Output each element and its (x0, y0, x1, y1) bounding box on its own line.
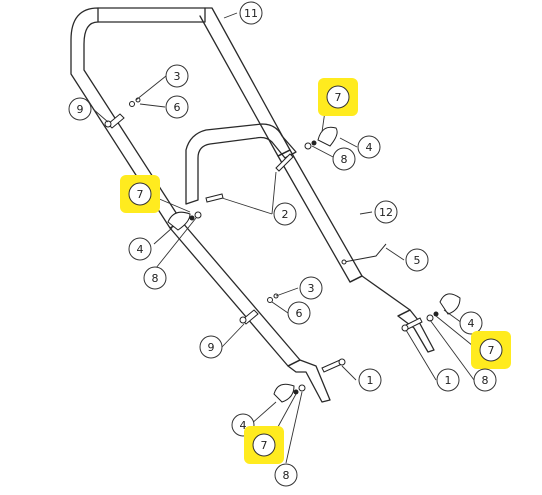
callout-circle (332, 147, 356, 171)
callout-label: 7 (261, 439, 268, 452)
callout-label: 4 (468, 317, 475, 330)
callout-1: 1 (436, 368, 460, 392)
lower-right-tube (397, 309, 435, 353)
callout-circle (459, 311, 483, 335)
callout-6: 6 (165, 95, 189, 119)
callout-label: 8 (482, 374, 489, 387)
callout-circle (436, 368, 460, 392)
callout-circle (374, 200, 398, 224)
callout-circle (143, 266, 167, 290)
callout-label: 5 (414, 254, 421, 267)
callout-label: 8 (341, 153, 348, 166)
callout-7: 7 (318, 78, 358, 116)
callout-circle (165, 95, 189, 119)
callout-circle (165, 64, 189, 88)
callout-circle (199, 335, 223, 359)
callout-circle (479, 338, 503, 362)
callout-label: 9 (208, 341, 215, 354)
callout-circle (287, 301, 311, 325)
callout-9: 9 (199, 335, 223, 359)
leader-lines (92, 12, 479, 464)
callout-7: 7 (471, 331, 511, 369)
middle-crossbar (185, 123, 297, 205)
callout-11: 11 (239, 1, 263, 25)
hardware-parts (104, 97, 461, 403)
callout-label: 3 (308, 282, 315, 295)
callout-label: 6 (296, 307, 303, 320)
callout-label: 4 (240, 419, 247, 432)
callout-label: 7 (488, 344, 495, 357)
callout-label: 1 (445, 374, 452, 387)
callout-8: 8 (274, 463, 298, 487)
callout-1: 1 (358, 368, 382, 392)
callout-circle (273, 202, 297, 226)
callout-circle (128, 237, 152, 261)
callout-circle (358, 368, 382, 392)
callout-4: 4 (357, 135, 381, 159)
callout-label: 7 (137, 188, 144, 201)
callout-label: 3 (174, 70, 181, 83)
callout-2: 2 (273, 202, 297, 226)
callout-6: 6 (287, 301, 311, 325)
callout-8: 8 (332, 147, 356, 171)
callout-4: 4 (459, 311, 483, 335)
callout-label: 8 (152, 272, 159, 285)
callout-7: 7 (120, 175, 160, 213)
callout-label: 9 (77, 103, 84, 116)
callout-circle (405, 248, 429, 272)
callout-circle (326, 85, 350, 109)
callout-label: 1 (367, 374, 374, 387)
callout-12: 12 (374, 200, 398, 224)
callout-circle (473, 368, 497, 392)
callout-4: 4 (128, 237, 152, 261)
callout-8: 8 (473, 368, 497, 392)
upper-right-tube (277, 149, 411, 317)
callout-7: 7 (244, 426, 284, 464)
callout-5: 5 (405, 248, 429, 272)
callout-label: 4 (137, 243, 144, 256)
callout-circle (252, 433, 276, 457)
callout-3: 3 (165, 64, 189, 88)
callout-label: 12 (379, 206, 393, 219)
callout-label: 7 (335, 91, 342, 104)
callout-label: 4 (366, 141, 373, 154)
callout-label: 2 (282, 208, 289, 221)
callout-label: 8 (283, 469, 290, 482)
callout-3: 3 (299, 276, 323, 300)
callout-circle (128, 182, 152, 206)
callout-circle (357, 135, 381, 159)
callout-circle (299, 276, 323, 300)
callout-label: 6 (174, 101, 181, 114)
callout-circle (274, 463, 298, 487)
callout-9: 9 (68, 97, 92, 121)
callout-circle (239, 1, 263, 25)
callout-label: 11 (244, 7, 258, 20)
callout-circle (68, 97, 92, 121)
callout-8: 8 (143, 266, 167, 290)
